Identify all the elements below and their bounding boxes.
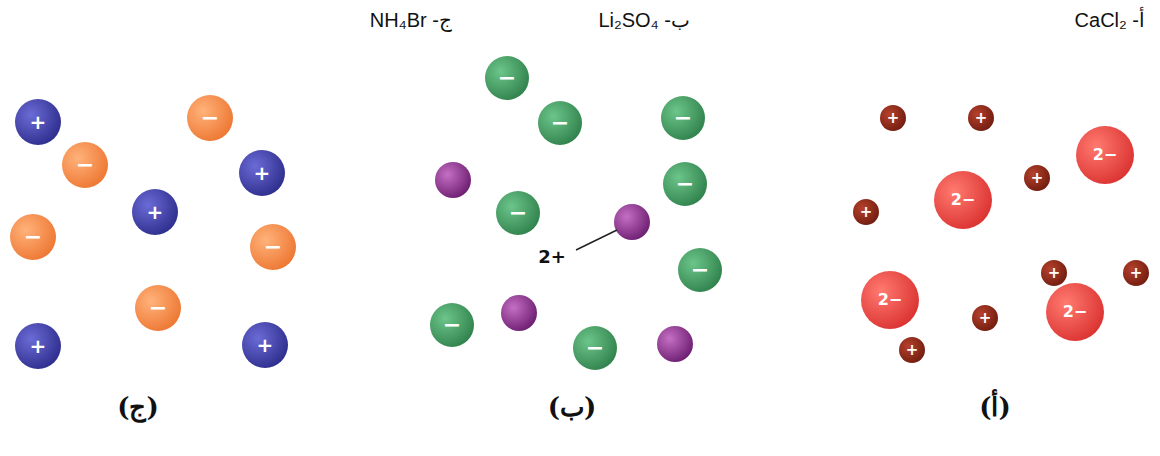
charge-sign: 2−	[1063, 304, 1088, 320]
charge-sign: +	[30, 112, 47, 132]
panel-label: (ب)	[548, 392, 597, 422]
charge-sign: +	[1130, 266, 1143, 281]
panel-label: (أ)	[979, 392, 1011, 422]
cation-circle: +	[880, 105, 906, 131]
compound-label: ب- Li₂SO₄	[598, 8, 690, 32]
charge-label: 2+	[538, 246, 566, 267]
anion-circle: 2−	[934, 171, 992, 229]
anion-circle: −	[573, 326, 617, 370]
charge-sign: +	[906, 343, 919, 358]
charge-sign: +	[887, 111, 900, 126]
anion-circle: −	[485, 56, 529, 100]
panel-label: (ج)	[117, 392, 159, 422]
charge-sign: 2−	[878, 292, 903, 308]
anion-circle: −	[538, 101, 582, 145]
charge-sign: −	[586, 337, 604, 359]
charge-sign: +	[1031, 171, 1044, 186]
cation-circle: +	[242, 322, 288, 368]
cation-circle	[657, 326, 693, 362]
anion-circle: −	[135, 285, 181, 331]
charge-sign: −	[676, 173, 694, 195]
cation-circle: +	[968, 105, 994, 131]
anion-circle: −	[10, 214, 56, 260]
anion-circle: 2−	[861, 271, 919, 329]
cation-circle: +	[132, 189, 178, 235]
cation-circle: +	[15, 99, 61, 145]
cation-circle: +	[239, 150, 285, 196]
anion-circle: −	[250, 224, 296, 270]
anion-circle: −	[430, 303, 474, 347]
cation-circle	[501, 295, 537, 331]
charge-sign: −	[149, 297, 167, 319]
cation-circle: +	[1123, 260, 1149, 286]
charge-sign: −	[24, 226, 42, 248]
leader-line	[576, 230, 617, 250]
charge-sign: −	[264, 236, 282, 258]
anion-circle: −	[62, 142, 108, 188]
anion-circle: −	[496, 191, 540, 235]
charge-sign: +	[860, 205, 873, 220]
charge-sign: −	[691, 259, 709, 281]
anion-circle: 2−	[1046, 283, 1104, 341]
compound-label: أ- CaCl₂	[1075, 8, 1145, 32]
charge-sign: +	[979, 311, 992, 326]
charge-sign: +	[147, 202, 164, 222]
charge-sign: +	[1048, 266, 1061, 281]
charge-sign: +	[30, 336, 47, 356]
anion-circle: 2−	[1076, 126, 1134, 184]
charge-sign: −	[498, 67, 516, 89]
cation-circle: +	[1041, 260, 1067, 286]
charge-sign: −	[509, 202, 527, 224]
charge-sign: −	[201, 107, 219, 129]
charge-sign: +	[254, 163, 271, 183]
charge-sign: −	[674, 107, 692, 129]
charge-sign: −	[76, 154, 94, 176]
cation-circle	[435, 162, 471, 198]
charge-sign: +	[257, 335, 274, 355]
cation-circle: +	[899, 337, 925, 363]
charge-sign: −	[551, 112, 569, 134]
compound-label: ج- NH₄Br	[370, 8, 452, 32]
charge-sign: 2−	[1093, 147, 1118, 163]
cation-circle: +	[1024, 165, 1050, 191]
cation-circle	[614, 204, 650, 240]
charge-sign: +	[975, 111, 988, 126]
cation-circle: +	[15, 323, 61, 369]
cation-circle: +	[972, 305, 998, 331]
anion-circle: −	[187, 95, 233, 141]
anion-circle: −	[678, 248, 722, 292]
charge-sign: −	[443, 314, 461, 336]
cation-circle: +	[853, 199, 879, 225]
anion-circle: −	[661, 96, 705, 140]
charge-sign: 2−	[951, 192, 976, 208]
anion-circle: −	[663, 162, 707, 206]
